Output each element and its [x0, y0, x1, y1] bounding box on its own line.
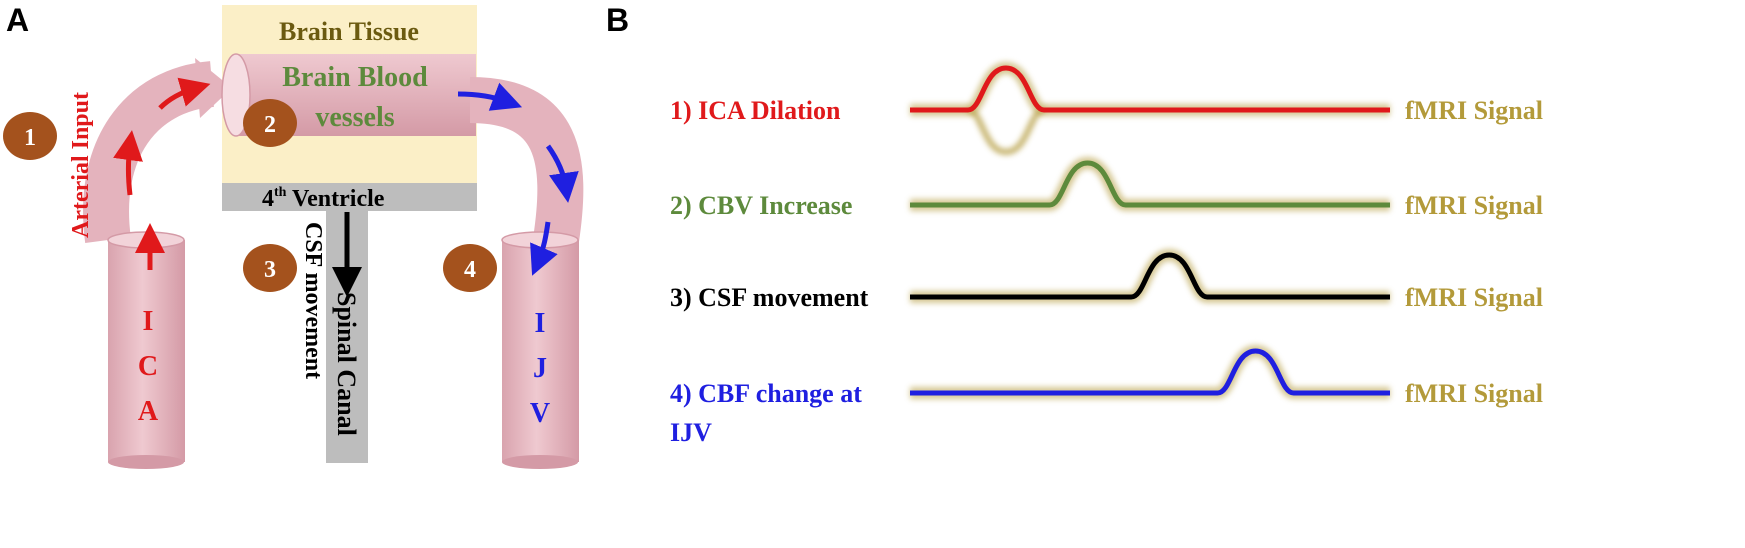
svg-text:1: 1: [24, 125, 36, 151]
panel-b-signals: 1) ICA Dilation fMRI Signal 2) CBV Increas…: [670, 61, 1543, 447]
ijv-letter-j: J: [533, 353, 547, 384]
signal-label-4-line2: IJV: [670, 418, 712, 447]
venous-arch: [469, 77, 584, 244]
signal-inverted-echo-1: [967, 107, 1045, 156]
signal-label-3: 3) CSF movement: [670, 283, 869, 312]
brain-blood-vessels-line1: Brain Blood: [282, 62, 428, 93]
ijv-vessel-top: [501, 231, 579, 249]
ica-vessel-top: [107, 231, 185, 249]
badge-3: 3: [243, 244, 297, 292]
fourth-ventricle-label: 4th Ventricle: [262, 185, 385, 212]
arterial-arch: [83, 61, 215, 244]
badge-1: 1: [3, 112, 57, 160]
ica-vessel-bottom: [108, 455, 184, 469]
panel-a-letter: A: [6, 2, 30, 38]
panel-b-letter: B: [606, 2, 630, 38]
signal-label-4: 4) CBF change at: [670, 379, 862, 408]
csf-movement-label: CSF movement: [300, 222, 326, 379]
fmri-signal-label-2: fMRI Signal: [1405, 191, 1543, 220]
brain-blood-vessel-end: [221, 53, 251, 137]
signal-label-2: 2) CBV Increase: [670, 191, 852, 220]
svg-text:3: 3: [264, 257, 276, 283]
badge-4: 4: [443, 244, 497, 292]
venous-flow-arrow-2: [545, 144, 579, 203]
arterial-flow-arrow-2: [113, 130, 143, 196]
ijv-letter-i: I: [535, 308, 546, 339]
fourth-ventricle-bar: [222, 183, 477, 211]
signal-trace-4: [910, 348, 1390, 396]
ijv-vessel: [502, 240, 579, 462]
fmri-signal-label-4: fMRI Signal: [1405, 379, 1543, 408]
fmri-signal-label-3: fMRI Signal: [1405, 283, 1543, 312]
svg-text:2: 2: [264, 112, 276, 138]
spinal-canal-label: Spinal Canal: [332, 292, 361, 436]
venous-flow-arrow-1: [457, 82, 523, 111]
badge-2: 2: [243, 99, 297, 147]
signal-trace-3: [910, 252, 1390, 300]
signal-glow-4: [910, 344, 1390, 399]
venous-flow-arrow-3: [530, 221, 558, 276]
arterial-flow-arrow-3: [158, 77, 211, 110]
signal-trace-2: [910, 160, 1390, 208]
ica-vessel: [108, 240, 185, 462]
ijv-vessel-bottom: [502, 455, 578, 469]
brain-tissue-label: Brain Tissue: [279, 17, 419, 46]
ica-letter-i: I: [143, 306, 154, 337]
fmri-signal-label-1: fMRI Signal: [1405, 96, 1543, 125]
ica-letter-c: C: [138, 351, 158, 382]
arterial-input-label: Arterial Input: [68, 92, 94, 238]
ica-letter-a: A: [138, 396, 159, 427]
svg-text:4: 4: [464, 257, 476, 283]
signal-trace-1: [910, 65, 1390, 113]
signal-label-1: 1) ICA Dilation: [670, 96, 841, 125]
signal-glow-2: [910, 156, 1390, 211]
ijv-letter-v: V: [530, 398, 550, 429]
brain-blood-vessels-line2: vessels: [315, 102, 394, 133]
